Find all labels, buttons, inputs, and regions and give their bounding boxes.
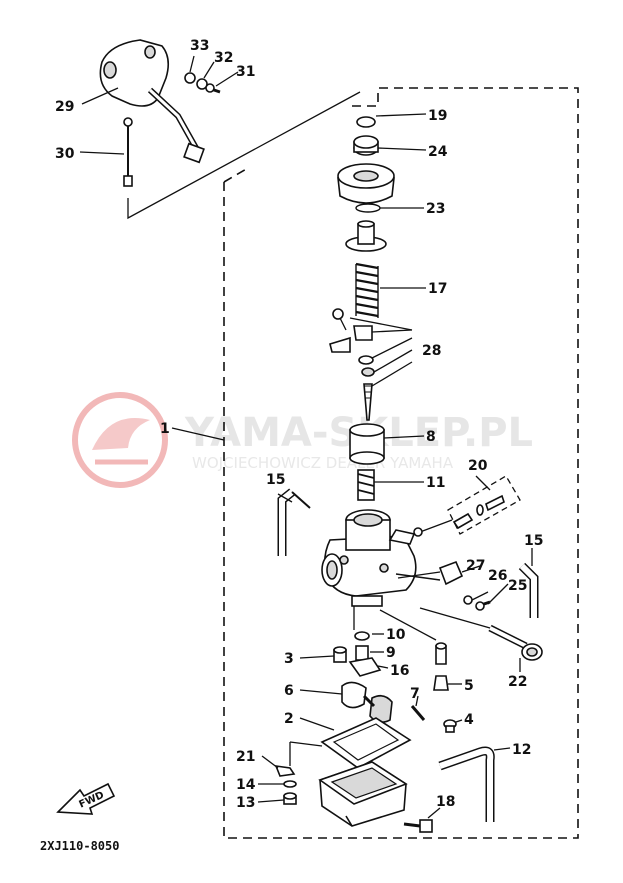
callout-8: 8 bbox=[426, 429, 436, 445]
callout-7: 7 bbox=[410, 686, 420, 702]
fasteners-31-33 bbox=[184, 72, 221, 94]
callout-20: 20 bbox=[468, 458, 488, 474]
callout-4: 4 bbox=[464, 712, 474, 728]
callout-6: 6 bbox=[284, 683, 294, 699]
callout-33: 33 bbox=[190, 38, 209, 54]
main-jet-group-part bbox=[333, 606, 382, 677]
pilot-jet-part bbox=[379, 609, 449, 691]
cable-holder-part bbox=[397, 560, 491, 611]
needle-clip-set-part bbox=[329, 308, 375, 421]
yamaha-sklep-logo-icon bbox=[72, 392, 168, 488]
callout-23: 23 bbox=[426, 201, 445, 217]
callout-5: 5 bbox=[464, 678, 474, 694]
watermark: YAMA-SKLEP.PL WOJCIECHOWICZ DEALER YAMAH… bbox=[72, 392, 533, 488]
callout-27: 27 bbox=[466, 558, 485, 574]
diagram-code: 2XJ110-8050 bbox=[40, 839, 119, 853]
float-pin-part bbox=[410, 705, 426, 721]
throttle-connection-line bbox=[127, 91, 361, 220]
forward-arrow-icon: FWD bbox=[56, 782, 116, 815]
drain-screw-part bbox=[443, 719, 457, 733]
carburetor-body-part bbox=[321, 509, 441, 607]
callout-21: 21 bbox=[236, 749, 255, 765]
callout-29: 29 bbox=[55, 99, 74, 115]
callout-1: 1 bbox=[160, 421, 170, 437]
callout-17: 17 bbox=[428, 281, 447, 297]
callout-16: 16 bbox=[390, 663, 409, 679]
watermark-subtitle: WOJCIECHOWICZ DEALER YAMAHA bbox=[192, 454, 454, 472]
callout-15-right: 15 bbox=[524, 533, 543, 549]
callout-26: 26 bbox=[488, 568, 507, 584]
callout-3: 3 bbox=[284, 651, 294, 667]
overflow-hose-part bbox=[438, 746, 495, 822]
mixing-chamber-top-part bbox=[337, 163, 395, 213]
callout-25: 25 bbox=[508, 578, 527, 594]
callout-12: 12 bbox=[512, 742, 531, 758]
vent-hose-left-part bbox=[277, 488, 311, 556]
float-chamber-gasket-part bbox=[320, 717, 412, 769]
throttle-spring-part bbox=[355, 262, 379, 318]
callout-13: 13 bbox=[236, 795, 255, 811]
float-chamber-part bbox=[318, 761, 408, 827]
callout-11: 11 bbox=[426, 475, 445, 491]
vent-hose-right-part bbox=[518, 562, 539, 618]
cap-top-part bbox=[353, 116, 379, 156]
callout-labels: 33 32 31 29 30 19 24 23 17 28 1 8 11 20 … bbox=[55, 38, 543, 811]
spring-holder-part bbox=[345, 220, 387, 252]
callout-22: 22 bbox=[508, 674, 527, 690]
bowl-screw-18-part bbox=[403, 819, 433, 833]
callout-24: 24 bbox=[428, 144, 448, 160]
throttle-valve-part bbox=[349, 423, 385, 465]
callout-19: 19 bbox=[428, 108, 447, 124]
callout-28: 28 bbox=[422, 343, 441, 359]
assembly-boundary bbox=[223, 87, 579, 839]
throttle-housing-part bbox=[99, 39, 205, 164]
callout-18: 18 bbox=[436, 794, 455, 810]
leader-lines bbox=[79, 55, 533, 819]
callout-30: 30 bbox=[55, 146, 75, 162]
callout-15-left: 15 bbox=[266, 472, 285, 488]
callout-14: 14 bbox=[236, 777, 256, 793]
callout-32: 32 bbox=[214, 50, 233, 66]
callout-9: 9 bbox=[386, 645, 396, 661]
throttle-cable-part bbox=[123, 117, 133, 187]
pilot-screw-set-part bbox=[413, 475, 521, 537]
float-part bbox=[341, 681, 393, 724]
throttle-stop-screw-part bbox=[419, 607, 543, 661]
bowl-screw-set-part bbox=[274, 741, 323, 805]
callout-10: 10 bbox=[386, 627, 406, 643]
callout-31: 31 bbox=[236, 64, 255, 80]
starter-plunger-part bbox=[357, 469, 375, 501]
callout-2: 2 bbox=[284, 711, 294, 727]
